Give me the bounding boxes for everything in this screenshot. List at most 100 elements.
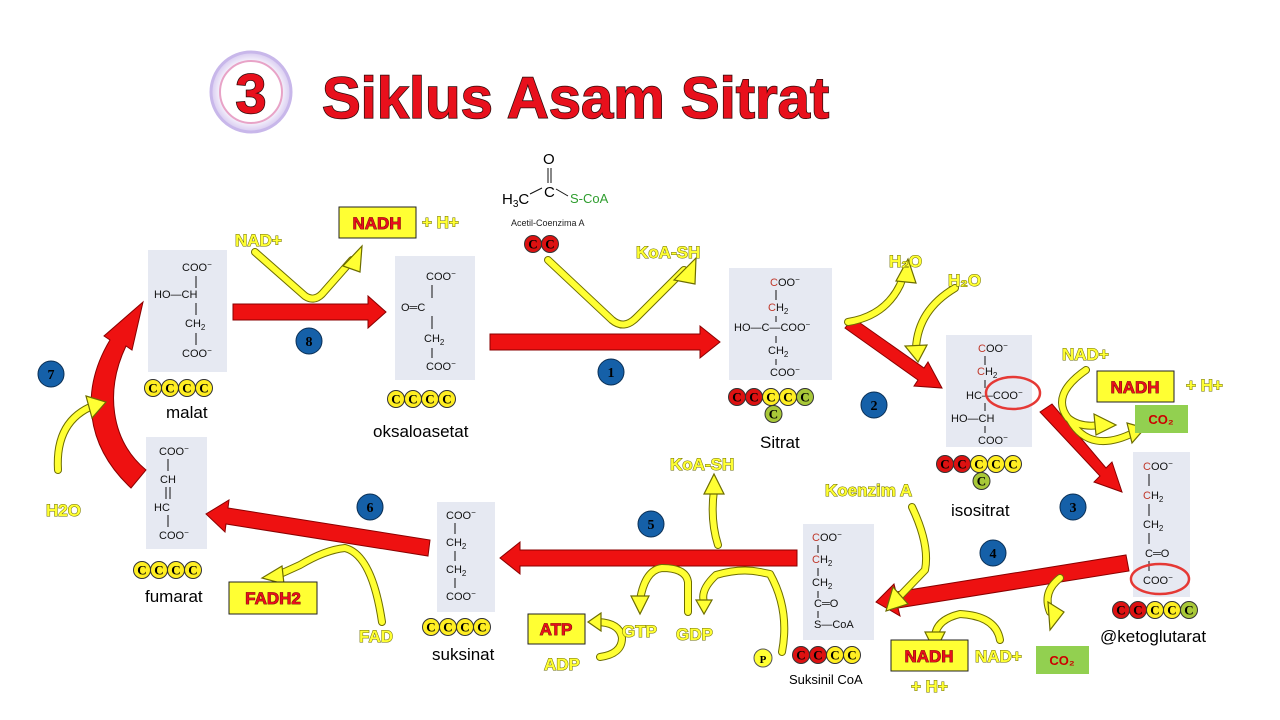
gdp-label: GDP <box>676 625 713 644</box>
svg-text:COO−: COO− <box>978 341 1008 355</box>
suksinil-coa-structure: COO− CH2 CH2 C═O S—CoA <box>803 524 874 640</box>
svg-text:COO−: COO− <box>1143 573 1173 587</box>
svg-text:COO−: COO− <box>978 433 1008 447</box>
acetyl-carbon-label: C <box>545 237 554 252</box>
suksinat-carbon-label: C <box>460 620 469 635</box>
sitrat-carbon-label: C <box>769 407 778 422</box>
nadh-box-3: NADH <box>1110 378 1159 397</box>
oksaloasetat-structure: COO− O═C CH2 COO− <box>395 256 475 380</box>
svg-text:COO−: COO− <box>770 275 800 289</box>
sitrat-carbon-label: C <box>783 390 792 405</box>
koash-label-5: KoA-SH <box>670 455 734 474</box>
malat-carbon <box>195 379 213 397</box>
svg-text:7: 7 <box>48 368 55 383</box>
suksinil-coa-carbon <box>843 646 861 664</box>
svg-text:HO—C—COO−: HO—C—COO− <box>734 320 811 334</box>
isositrat-carbon-label: C <box>957 457 966 472</box>
step-badge-4: 4 <box>979 539 1007 567</box>
step-badge-1: 1 <box>597 358 625 386</box>
h2o-label-out: H₂O <box>889 252 922 271</box>
malat-carbon-label: C <box>165 381 174 396</box>
sitrat-structure: COO− CH2 HO—C—COO− CH2 COO− <box>729 268 832 380</box>
oksaloasetat-carbon-label: C <box>408 392 417 407</box>
h-plus-4: + H+ <box>911 677 948 696</box>
step-badge-5: 5 <box>637 510 665 538</box>
nad-label-3: NAD+ <box>1062 345 1109 364</box>
suksinat-structure: COO− CH2 CH2 COO− <box>437 502 495 612</box>
svg-text:C═O: C═O <box>814 598 839 610</box>
ketoglutarat-carbon-label: C <box>1150 603 1159 618</box>
h2o-label-in: H₂O <box>948 271 981 290</box>
svg-text:CH2: CH2 <box>185 318 206 332</box>
sitrat-carbon-label: C <box>749 390 758 405</box>
yellow-arrows <box>53 248 1139 661</box>
fumarat-structure: COO− CH HC COO− <box>146 437 207 549</box>
svg-text:COO−: COO− <box>182 346 212 360</box>
suksinat-carbon-label: C <box>477 620 486 635</box>
h2o-arrow-7 <box>54 402 98 473</box>
isositrat-label: isositrat <box>951 501 1010 520</box>
svg-text:O: O <box>543 151 555 168</box>
malat-label: malat <box>166 403 208 422</box>
malat-carbon-label: C <box>182 381 191 396</box>
nadh-box-8: NADH <box>352 214 401 233</box>
svg-text:CH2: CH2 <box>768 302 789 316</box>
ketoglutarat-carbon-label: C <box>1116 603 1125 618</box>
svg-text:P: P <box>760 654 767 666</box>
nad-arrow-4 <box>932 611 1003 643</box>
nad-label-8: NAD+ <box>235 231 282 250</box>
svg-text:S-CoA: S-CoA <box>570 191 609 206</box>
h-plus-3: + H+ <box>1186 376 1223 395</box>
fumarat-carbon-label: C <box>137 563 146 578</box>
yellow-arrowheads <box>85 244 1147 654</box>
suksinat-carbon-label: C <box>443 620 452 635</box>
gdp-arrow <box>700 567 763 605</box>
suksinil-coa-carbon-label: C <box>813 648 822 663</box>
svg-text:C═O: C═O <box>1145 548 1170 560</box>
svg-text:COO−: COO− <box>159 528 189 542</box>
svg-text:COO−: COO− <box>446 508 476 522</box>
nadh-box-4: NADH <box>904 647 953 666</box>
koenzim-a-label: Koenzim A <box>825 481 912 500</box>
h-plus-8: + H+ <box>422 213 459 232</box>
isositrat-carbon-label: C <box>977 474 986 489</box>
acetyl-carbon <box>541 235 559 253</box>
svg-text:COO−: COO− <box>159 444 189 458</box>
svg-text:4: 4 <box>990 547 997 562</box>
gtp-arrow <box>637 565 691 615</box>
arrow-step-8 <box>232 294 387 330</box>
svg-text:5: 5 <box>648 518 655 533</box>
co2-arrow-3 <box>1067 417 1138 445</box>
svg-text:CH2: CH2 <box>812 554 833 568</box>
suksinat-carbon <box>473 618 491 636</box>
fad-arrow <box>275 545 385 625</box>
nad-arrow-8 <box>252 249 355 302</box>
adp-atp-arrow <box>595 619 625 660</box>
h2o-out-arrow <box>845 269 908 325</box>
isositrat-carbon-label: C <box>1008 457 1017 472</box>
svg-text:COO−: COO− <box>1143 459 1173 473</box>
oksaloasetat-carbon <box>438 390 456 408</box>
sitrat-carbon-label: C <box>732 390 741 405</box>
svg-text:O═C: O═C <box>401 302 425 314</box>
atp-box: ATP <box>540 620 573 639</box>
arrow-step-5 <box>499 540 798 576</box>
svg-text:COO−: COO− <box>446 589 476 603</box>
svg-text:3: 3 <box>1070 501 1077 516</box>
adp-label: ADP <box>544 655 580 674</box>
suksinil-coa-label: Suksinil CoA <box>789 672 863 687</box>
oksaloasetat-carbon-label: C <box>425 392 434 407</box>
svg-text:CH2: CH2 <box>446 537 467 551</box>
phosphate-badge: P <box>753 648 773 668</box>
ketoglutarat-structure: COO− CH2 CH2 C═O COO− <box>1129 452 1191 597</box>
ketoglutarat-carbon-label: C <box>1167 603 1176 618</box>
isositrat-carbon-label: C <box>974 457 983 472</box>
step-badges: 1 2 3 4 5 6 7 8 <box>37 327 1087 567</box>
nad-label-4: NAD+ <box>975 647 1022 666</box>
arrow-step-2 <box>844 317 943 389</box>
fadh2-box: FADH2 <box>245 589 301 608</box>
ketoglutarat-label: @ketoglutarat <box>1100 627 1206 646</box>
oksaloasetat-carbon-label: C <box>442 392 451 407</box>
